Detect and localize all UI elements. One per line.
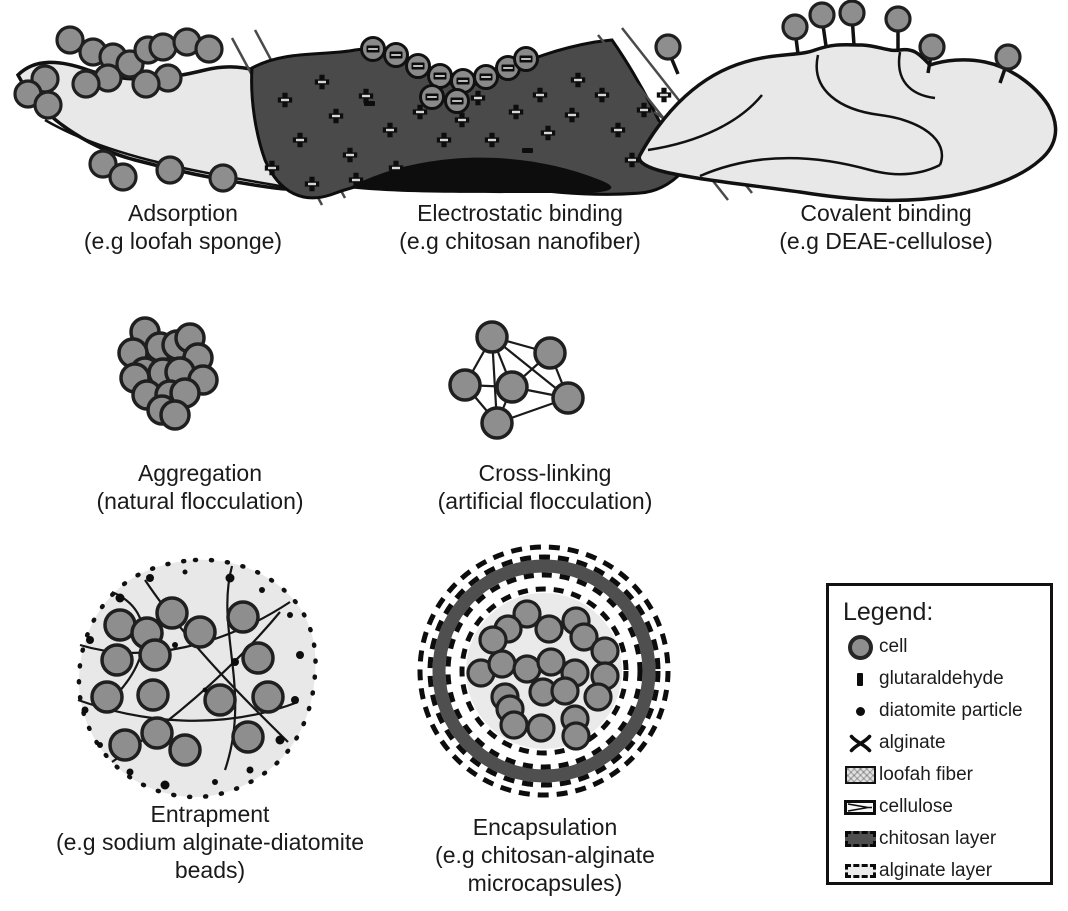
legend-label: cell bbox=[879, 636, 908, 657]
method-name: Cross-linking bbox=[478, 460, 612, 486]
method-name: Entrapment bbox=[150, 801, 270, 827]
caption-encapsulation: Encapsulation (e.g chitosan-alginate mic… bbox=[400, 813, 690, 897]
legend-label: alginate bbox=[879, 732, 946, 753]
method-example: (artificial flocculation) bbox=[437, 488, 653, 514]
legend-item-alginate-layer: alginate layer bbox=[841, 859, 1040, 883]
method-example: (natural flocculation) bbox=[96, 488, 304, 514]
method-example: (e.g loofah sponge) bbox=[83, 228, 283, 254]
method-name: Adsorption bbox=[128, 200, 238, 226]
caption-electrostatic-binding: Electrostatic binding (e.g chitosan nano… bbox=[360, 199, 680, 255]
electrostatic-binding-diagram bbox=[250, 36, 684, 200]
method-name: Covalent binding bbox=[800, 200, 972, 226]
diatomite-particles bbox=[81, 569, 304, 790]
legend-title: Legend: bbox=[843, 598, 934, 626]
legend-item-cell: cell bbox=[841, 634, 1040, 660]
caption-aggregation: Aggregation (natural flocculation) bbox=[40, 459, 360, 515]
legend-item-cellulose: cellulose bbox=[841, 795, 1040, 819]
alginate-icon bbox=[841, 734, 879, 753]
alginate-layer-icon bbox=[841, 864, 879, 878]
loofah-fiber-icon bbox=[841, 766, 879, 784]
caption-adsorption: Adsorption (e.g loofah sponge) bbox=[23, 199, 343, 255]
legend-item-loofah-fiber: loofah fiber bbox=[841, 763, 1040, 787]
glutaraldehyde-icon bbox=[841, 672, 879, 686]
legend-item-diatomite-particle: diatomite particle bbox=[841, 699, 1040, 723]
method-example: (e.g DEAE-cellulose) bbox=[779, 228, 993, 254]
covalent-binding-diagram bbox=[637, 0, 1058, 203]
cross-linking-diagram bbox=[448, 320, 585, 440]
legend-item-alginate: alginate bbox=[841, 731, 1040, 755]
encapsulation-diagram bbox=[417, 544, 671, 798]
method-name: Encapsulation bbox=[472, 814, 618, 840]
method-name: Aggregation bbox=[137, 460, 263, 486]
method-example: (e.g chitosan-alginate microcapsules) bbox=[435, 842, 655, 896]
fiber-shadow bbox=[348, 157, 612, 194]
caption-cross-linking: Cross-linking (artificial flocculation) bbox=[385, 459, 705, 515]
chitosan-layer-ring bbox=[432, 559, 656, 783]
legend-label: glutaraldehyde bbox=[879, 668, 1004, 689]
method-example: (e.g chitosan nanofiber) bbox=[399, 228, 641, 254]
covalently-bound-cells bbox=[654, 0, 1022, 71]
alginate-layer-outer bbox=[417, 544, 671, 798]
legend-label: loofah fiber bbox=[879, 764, 974, 785]
method-example: (e.g sodium alginate-diatomite beads) bbox=[55, 829, 365, 883]
legend-box: Legend: cell glutaraldehyde diatomite pa… bbox=[826, 583, 1053, 885]
diatomite-particle-icon bbox=[841, 706, 879, 716]
negative-charge-bars bbox=[364, 101, 533, 153]
legend-label: diatomite particle bbox=[879, 700, 1023, 721]
adsorbed-cells bbox=[13, 25, 238, 193]
aggregation-diagram bbox=[117, 316, 219, 431]
alginate-layer-inner bbox=[459, 586, 629, 756]
encapsulated-cells bbox=[466, 599, 620, 751]
legend-label: alginate layer bbox=[879, 860, 993, 881]
legend-label: chitosan layer bbox=[879, 828, 997, 849]
method-name: Electrostatic binding bbox=[417, 200, 623, 226]
cell-icon bbox=[841, 634, 879, 660]
legend-item-glutaraldehyde: glutaraldehyde bbox=[841, 667, 1040, 691]
entrapped-cells bbox=[90, 596, 285, 767]
cellulose-shape bbox=[637, 42, 1058, 203]
cross-linked-cells bbox=[448, 320, 585, 440]
chitosan-layer-icon bbox=[841, 831, 879, 847]
cellulose-icon bbox=[841, 799, 879, 815]
caption-entrapment: Entrapment (e.g sodium alginate-diatomit… bbox=[20, 800, 400, 884]
caption-covalent-binding: Covalent binding (e.g DEAE-cellulose) bbox=[726, 199, 1046, 255]
cellulose-inner-lines bbox=[647, 51, 944, 178]
legend-item-chitosan-layer: chitosan layer bbox=[841, 827, 1040, 851]
entrapment-diagram bbox=[76, 557, 318, 800]
legend-label: cellulose bbox=[879, 796, 953, 817]
